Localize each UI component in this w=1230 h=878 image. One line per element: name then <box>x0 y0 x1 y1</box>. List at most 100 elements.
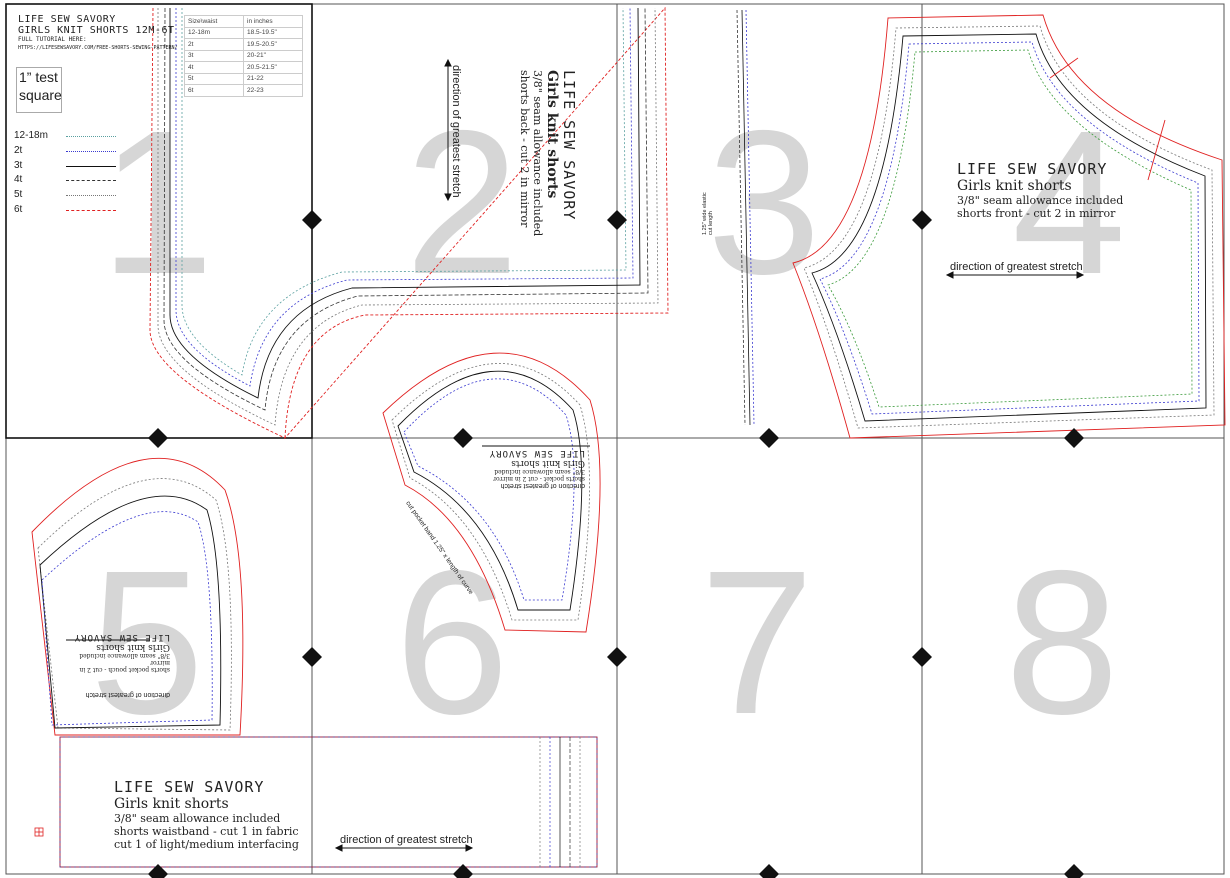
back-piece-label: LIFE SEW SAVORY Girls knit shorts 3/8" s… <box>518 70 578 236</box>
pattern-header: LIFE SEW SAVORY GIRLS KNIT SHORTS 12M-6T… <box>18 14 178 52</box>
pouch-stretch-label: direction of greatest stretch <box>85 691 170 698</box>
table-cell: 20.5-21.5" <box>243 61 303 74</box>
brand-heading: LIFE SEW SAVORY <box>18 14 116 25</box>
waistband-piece-label: LIFE SEW SAVORY Girls knit shorts 3/8" s… <box>114 778 299 851</box>
table-cell: 19.5-20.5" <box>243 38 303 51</box>
size-legend: 12-18m 2t 3t 4t 5t 6t <box>14 129 116 218</box>
table-cell: 4t <box>184 61 244 74</box>
waistband-piece <box>34 736 598 868</box>
back-seam: 3/8" seam allowance included <box>531 70 544 237</box>
pocket-piece <box>382 352 601 633</box>
tutorial-label: FULL TUTORIAL HERE: <box>18 36 87 43</box>
table-cell: 2t <box>184 38 244 51</box>
legend-swatch <box>66 209 116 211</box>
legend-item: 2t <box>14 144 116 159</box>
pouch-brand: LIFE SEW SAVORY <box>73 632 170 642</box>
table-cell: 18.5-19.5" <box>243 26 303 39</box>
pocket-cut: shorts pocket - cut 2 in mirror <box>493 475 585 482</box>
pouch-piece-label: direction of greatest stretch shorts poc… <box>65 632 170 698</box>
table-cell: 3t <box>184 49 244 62</box>
table-header: in inches <box>243 15 303 28</box>
legend-label: 2t <box>14 144 23 156</box>
tile-number-1: 1 <box>100 88 215 317</box>
waistband-cut-interfacing: cut 1 of light/medium interfacing <box>114 838 299 851</box>
elastic-strip <box>736 9 755 426</box>
tile-number-6: 6 <box>395 528 510 757</box>
pouch-seam: 3/8" seam allowance included <box>79 652 170 659</box>
tile-number-5: 5 <box>90 528 205 757</box>
legend-label: 5t <box>14 189 23 201</box>
pouch-name: Girls knit shorts <box>96 642 170 652</box>
front-brand: LIFE SEW SAVORY <box>957 160 1108 178</box>
tile-grid <box>5 3 1225 875</box>
table-header: Size\waist <box>184 15 244 28</box>
waistband-stretch-label: direction of greatest stretch <box>340 834 473 846</box>
back-brand: LIFE SEW SAVORY <box>560 70 578 221</box>
tutorial-link: HTTPS://LIFESEWSAVORY.COM/FREE-SHORTS-SE… <box>18 45 178 51</box>
tile-number-3: 3 <box>707 88 822 317</box>
legend-swatch <box>66 150 116 152</box>
pocket-pouch-piece <box>31 457 244 736</box>
elastic-label: 1.25" wide elastic cut length <box>702 192 714 235</box>
table-cell: 21-22 <box>243 72 303 85</box>
pattern-title: GIRLS KNIT SHORTS 12M-6T <box>18 25 175 36</box>
tile-number-4: 4 <box>1012 88 1127 317</box>
waistband-brand: LIFE SEW SAVORY <box>114 778 265 796</box>
table-cell: 5t <box>184 72 244 85</box>
back-cut: shorts back - cut 2 in mirror <box>518 70 531 228</box>
stretch-arrows <box>66 58 1085 852</box>
test-square-label-1: 1” test <box>19 69 58 85</box>
table-cell: 20-21" <box>243 49 303 62</box>
legend-swatch <box>66 136 116 137</box>
shorts-front-piece <box>792 14 1226 439</box>
waistband-cut-fabric: shorts waistband - cut 1 in fabric <box>114 825 299 838</box>
legend-item: 12-18m <box>14 129 116 144</box>
front-seam: 3/8" seam allowance included <box>957 194 1124 207</box>
front-name: Girls knit shorts <box>957 178 1072 194</box>
waistband-name: Girls knit shorts <box>114 796 229 812</box>
legend-label: 3t <box>14 159 23 171</box>
waistband-seam: 3/8" seam allowance included <box>114 812 281 825</box>
pocket-seam: 3/8" seam allowance included <box>494 468 585 475</box>
test-square: 1” test square <box>16 67 62 113</box>
pouch-cut: shorts pocket pouch - cut 2 in mirror <box>79 659 170 673</box>
legend-label: 12-18m <box>14 130 48 141</box>
test-square-label-2: square <box>19 87 62 103</box>
front-cut: shorts front - cut 2 in mirror <box>957 207 1116 220</box>
pocket-piece-label: direction of greatest stretch shorts poc… <box>475 448 585 489</box>
back-name: Girls knit shorts <box>544 70 560 199</box>
table-cell: 6t <box>184 84 244 97</box>
tile-number-7: 7 <box>700 528 815 757</box>
table-header-row: Size\waist in inches <box>184 15 303 28</box>
legend-item: 6t <box>14 203 116 218</box>
table-cell: 12-18m <box>184 26 244 39</box>
front-piece-label: LIFE SEW SAVORY Girls knit shorts 3/8" s… <box>957 160 1123 220</box>
pocket-name: Girls knit shorts <box>511 458 585 468</box>
legend-swatch <box>66 180 116 182</box>
back-stretch-label: direction of greatest stretch <box>450 65 462 198</box>
legend-item: 5t <box>14 188 116 203</box>
tile-number-8: 8 <box>1005 528 1120 757</box>
legend-label: 6t <box>14 203 23 215</box>
shorts-back-piece <box>149 6 669 440</box>
legend-item: 4t <box>14 173 116 188</box>
elastic-line-2: cut length <box>708 211 714 235</box>
legend-label: 4t <box>14 174 23 186</box>
pocket-brand: LIFE SEW SAVORY <box>488 448 585 458</box>
front-stretch-label: direction of greatest stretch <box>950 261 1083 273</box>
pocket-stretch-label: direction of greatest stretch <box>500 482 585 489</box>
registration-marks <box>148 210 1084 878</box>
legend-item: 3t <box>14 159 116 174</box>
table-cell: 22-23 <box>243 84 303 97</box>
legend-swatch <box>66 165 116 167</box>
legend-swatch <box>66 195 116 197</box>
